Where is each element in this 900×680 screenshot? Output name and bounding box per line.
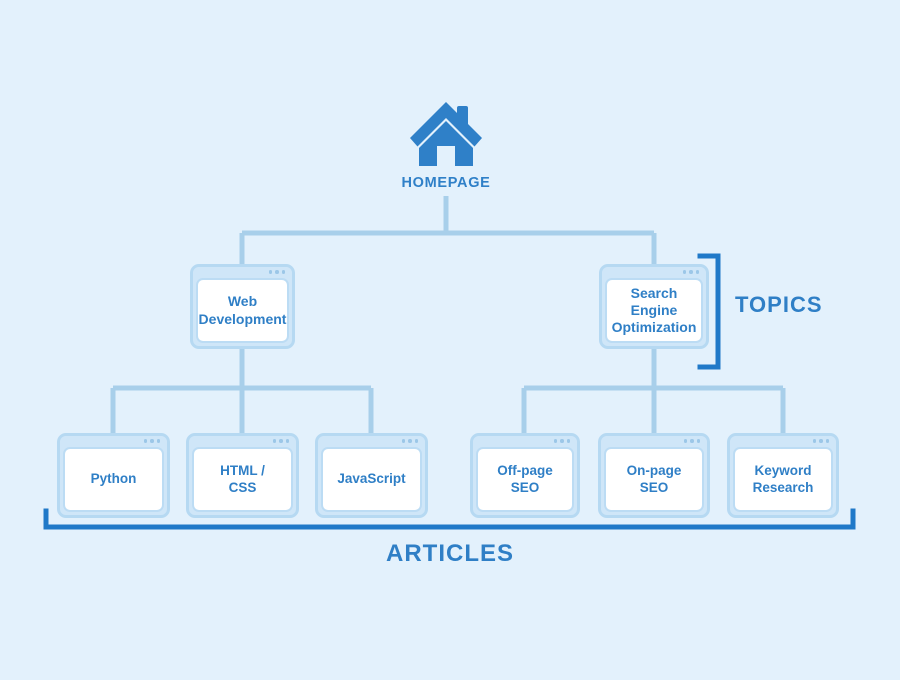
card-title-bar	[318, 436, 425, 447]
card-body: On-page SEO	[604, 447, 704, 512]
window-dots-icon	[272, 439, 289, 443]
window-dots-icon	[812, 439, 829, 443]
article-card-label: Python	[90, 471, 137, 487]
card-body: Python	[63, 447, 164, 512]
card-title-bar	[189, 436, 296, 447]
articles-bracket	[43, 508, 856, 530]
articles-group-label: ARTICLES	[386, 540, 514, 567]
article-card-label: JavaScript	[337, 471, 406, 487]
card-body: HTML / CSS	[192, 447, 293, 512]
article-card-on-page-seo[interactable]: On-page SEO	[598, 433, 710, 518]
window-dots-icon	[553, 439, 570, 443]
topic-card-web-development[interactable]: Web Development	[190, 264, 295, 349]
window-dots-icon	[268, 270, 285, 274]
window-dots-icon	[143, 439, 160, 443]
topics-group-label: TOPICS	[735, 292, 823, 317]
article-card-off-page-seo[interactable]: Off-page SEO	[470, 433, 580, 518]
window-dots-icon	[682, 270, 699, 274]
homepage-node[interactable]: HOMEPAGE	[386, 98, 506, 191]
article-card-python[interactable]: Python	[57, 433, 170, 518]
window-dots-icon	[401, 439, 418, 443]
topic-card-label: Web Development	[198, 293, 287, 327]
article-card-html-css[interactable]: HTML / CSS	[186, 433, 299, 518]
house-icon	[410, 102, 482, 166]
article-card-keyword-research[interactable]: Keyword Research	[727, 433, 839, 518]
article-card-label: Off-page SEO	[497, 463, 553, 495]
card-body: Keyword Research	[733, 447, 833, 512]
article-card-javascript[interactable]: JavaScript	[315, 433, 428, 518]
article-card-label: Keyword Research	[752, 463, 814, 495]
card-body: Search Engine Optimization	[605, 278, 703, 343]
card-title-bar	[730, 436, 836, 447]
article-card-label: On-page SEO	[626, 463, 682, 495]
card-title-bar	[602, 267, 706, 278]
topics-bracket	[697, 253, 721, 370]
card-title-bar	[60, 436, 167, 447]
card-title-bar	[601, 436, 707, 447]
topic-card-search-engine-optimization[interactable]: Search Engine Optimization	[599, 264, 709, 349]
card-body: JavaScript	[321, 447, 422, 512]
homepage-label: HOMEPAGE	[401, 175, 491, 191]
topic-card-label: Search Engine Optimization	[611, 284, 697, 336]
card-title-bar	[473, 436, 577, 447]
card-body: Off-page SEO	[476, 447, 574, 512]
card-body: Web Development	[196, 278, 289, 343]
article-card-label: HTML / CSS	[220, 463, 265, 495]
card-title-bar	[193, 267, 292, 278]
window-dots-icon	[683, 439, 700, 443]
